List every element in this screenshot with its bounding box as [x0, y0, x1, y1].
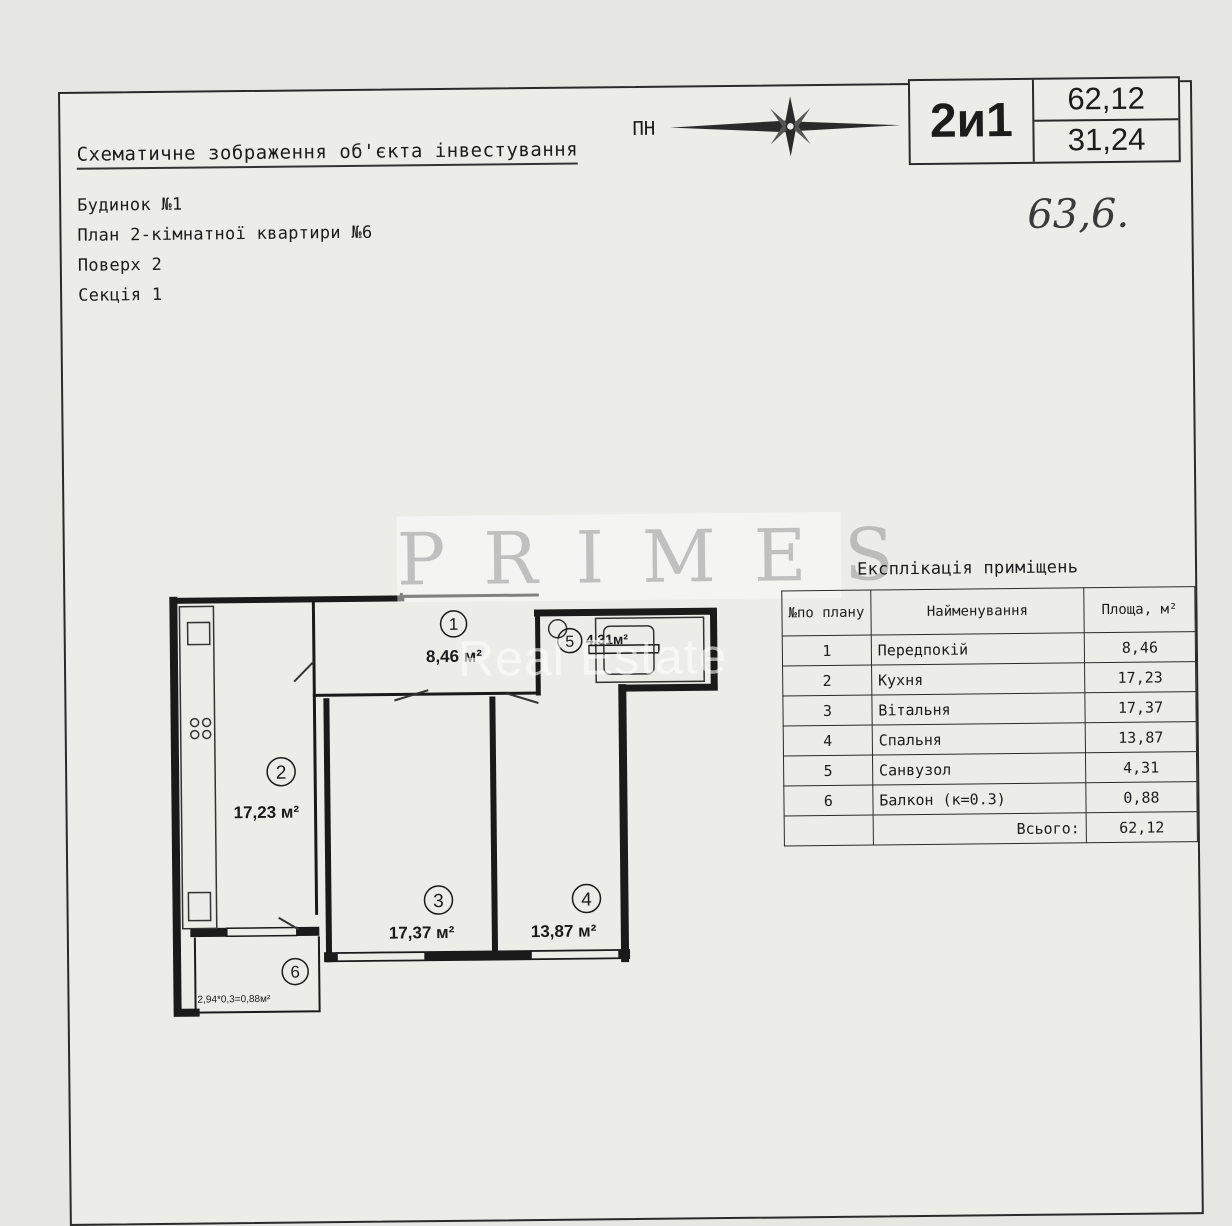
row-area: 17,37	[1084, 691, 1197, 723]
room-label-2: 2 17,23 м²	[233, 756, 299, 823]
section-number: Секція 1	[78, 284, 163, 306]
plan-description: План 2-кімнатної квартири №6	[77, 222, 373, 246]
document-title: Схематичне зображення об'єкта інвестуван…	[76, 138, 579, 170]
apartment-code: 2и1	[909, 79, 1035, 164]
table-header-row: №по плану Найменування Площа, м²	[781, 586, 1196, 636]
row-name: Спальня	[872, 722, 1086, 756]
row-number: 5	[783, 755, 873, 786]
header-area: Площа, м²	[1083, 586, 1196, 633]
plan-windows	[226, 643, 660, 962]
room-label-1: 1 8,46 м²	[426, 610, 483, 667]
apartment-type-badge: 2и1 62,12 31,24	[907, 76, 1181, 166]
total-label: Всього:	[872, 812, 1087, 846]
house-number: Будинок №1	[77, 194, 183, 216]
row-name: Санвузол	[872, 752, 1086, 786]
room-label-3: 3 17,37 м²	[389, 885, 455, 943]
table-row: 3 Вітальня 17,37	[782, 691, 1197, 726]
plan-walls	[169, 592, 718, 1017]
room-label-5: 5 4,31м²	[557, 627, 629, 654]
living-area-value: 31,24	[1067, 121, 1146, 158]
handwritten-note: 63,6.	[1027, 190, 1130, 238]
watermark-subtitle: Real Estate	[457, 628, 728, 687]
room-label-6: 6 2,94*0,3=0,88м²	[197, 957, 309, 1006]
row-area: 4,31	[1085, 751, 1197, 783]
row-area: 13,87	[1085, 721, 1197, 753]
table-row: 4 Спальня 13,87	[783, 721, 1197, 756]
row-area: 8,46	[1084, 631, 1196, 663]
row-area: 0,88	[1085, 781, 1198, 813]
room-area-2: 17,23 м²	[233, 803, 299, 823]
row-number: 6	[783, 785, 873, 816]
table-row: 2 Кухня 17,23	[782, 661, 1196, 696]
row-name: Вітальня	[871, 692, 1086, 726]
room-area-5: 4,31м²	[586, 631, 629, 647]
room-number-2: 2	[276, 763, 287, 784]
total-value: 62,12	[1086, 811, 1198, 843]
row-number: 1	[782, 635, 872, 666]
room-area-6: 2,94*0,3=0,88м²	[197, 994, 271, 1006]
room-label-4: 4 13,87 м²	[531, 883, 602, 941]
room-number-3: 3	[433, 891, 444, 912]
header-number: №по плану	[781, 590, 872, 636]
watermark-brand: PRIMES	[396, 511, 933, 602]
header-name: Найменування	[870, 587, 1085, 636]
room-area-4: 13,87 м²	[531, 921, 597, 941]
compass-rose-icon	[670, 96, 901, 157]
row-name: Кухня	[871, 662, 1085, 696]
room-area-3: 17,37 м²	[389, 923, 455, 943]
table-total-row: Всього: 62,12	[784, 811, 1198, 846]
row-name: Передпокій	[871, 632, 1085, 666]
north-label: ПН	[632, 117, 656, 140]
total-area-value: 62,12	[1033, 78, 1179, 122]
plan-kitchen-fixtures	[178, 605, 218, 930]
room-number-4: 4	[581, 889, 592, 910]
watermark-logo: PRIMES	[396, 511, 932, 603]
table-row: 5 Санвузол 4,31	[783, 751, 1197, 786]
row-name: Балкон (к=0.3)	[872, 782, 1087, 816]
row-area: 17,23	[1084, 661, 1196, 693]
row-number: 4	[783, 725, 873, 756]
table-row: 6 Балкон (к=0.3) 0,88	[783, 781, 1198, 816]
floor-number: Поверх 2	[77, 254, 163, 276]
document-sheet: Схематичне зображення об'єкта інвестуван…	[58, 76, 1204, 1226]
row-number: 2	[782, 665, 872, 696]
room-area-1: 8,46 м²	[426, 647, 483, 667]
plan-doors	[278, 660, 539, 931]
row-number: 3	[782, 695, 873, 726]
explication-title: Експлікація приміщень	[856, 557, 1079, 580]
floor-plan: 1 8,46 м² 2 17,23 м² 3 17,37 м² 4 13,87 …	[169, 592, 718, 1017]
table-row: 1 Передпокій 8,46	[782, 631, 1196, 666]
room-number-5: 5	[565, 634, 574, 651]
room-number-1: 1	[449, 615, 459, 634]
explication-table: №по плану Найменування Площа, м² 1 Перед…	[781, 586, 1198, 846]
room-number-6: 6	[290, 963, 300, 982]
